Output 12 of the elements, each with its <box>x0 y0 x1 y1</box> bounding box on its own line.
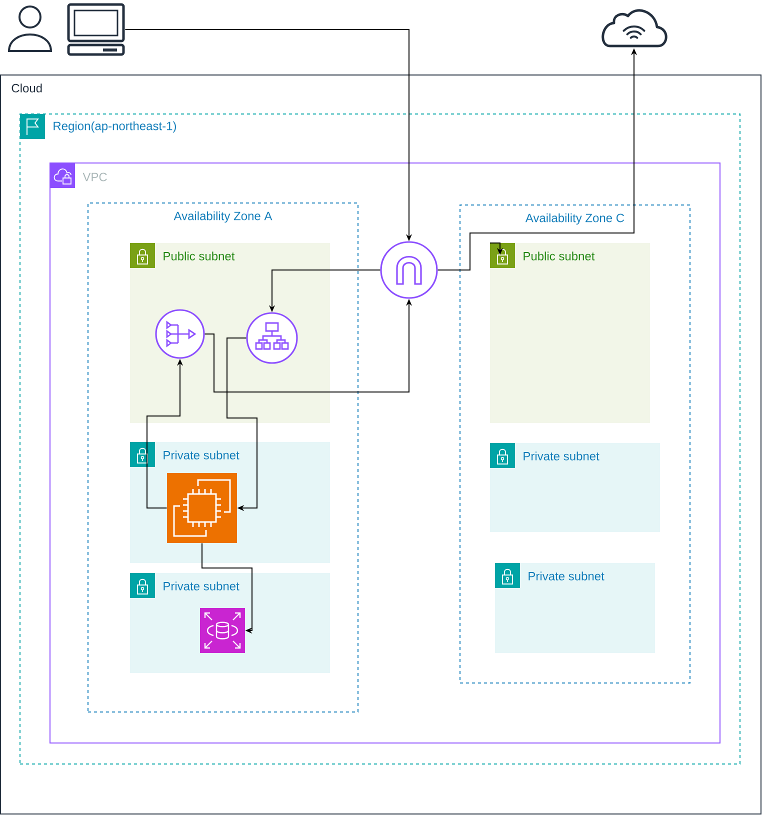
wifi-cloud-icon <box>602 9 668 48</box>
database-icon <box>200 608 245 653</box>
chip-icon <box>167 473 237 543</box>
hierarchy-icon <box>246 312 298 364</box>
arrow <box>202 542 252 634</box>
arrow <box>226 338 258 512</box>
subnet-box: Private subnet <box>490 443 660 532</box>
subnet-box: Private subnet <box>495 563 655 653</box>
merge-arrows-icon <box>155 309 205 359</box>
subnet-box: Public subnet <box>490 243 650 423</box>
arch-icon <box>380 241 438 299</box>
computer-icon <box>67 3 125 56</box>
